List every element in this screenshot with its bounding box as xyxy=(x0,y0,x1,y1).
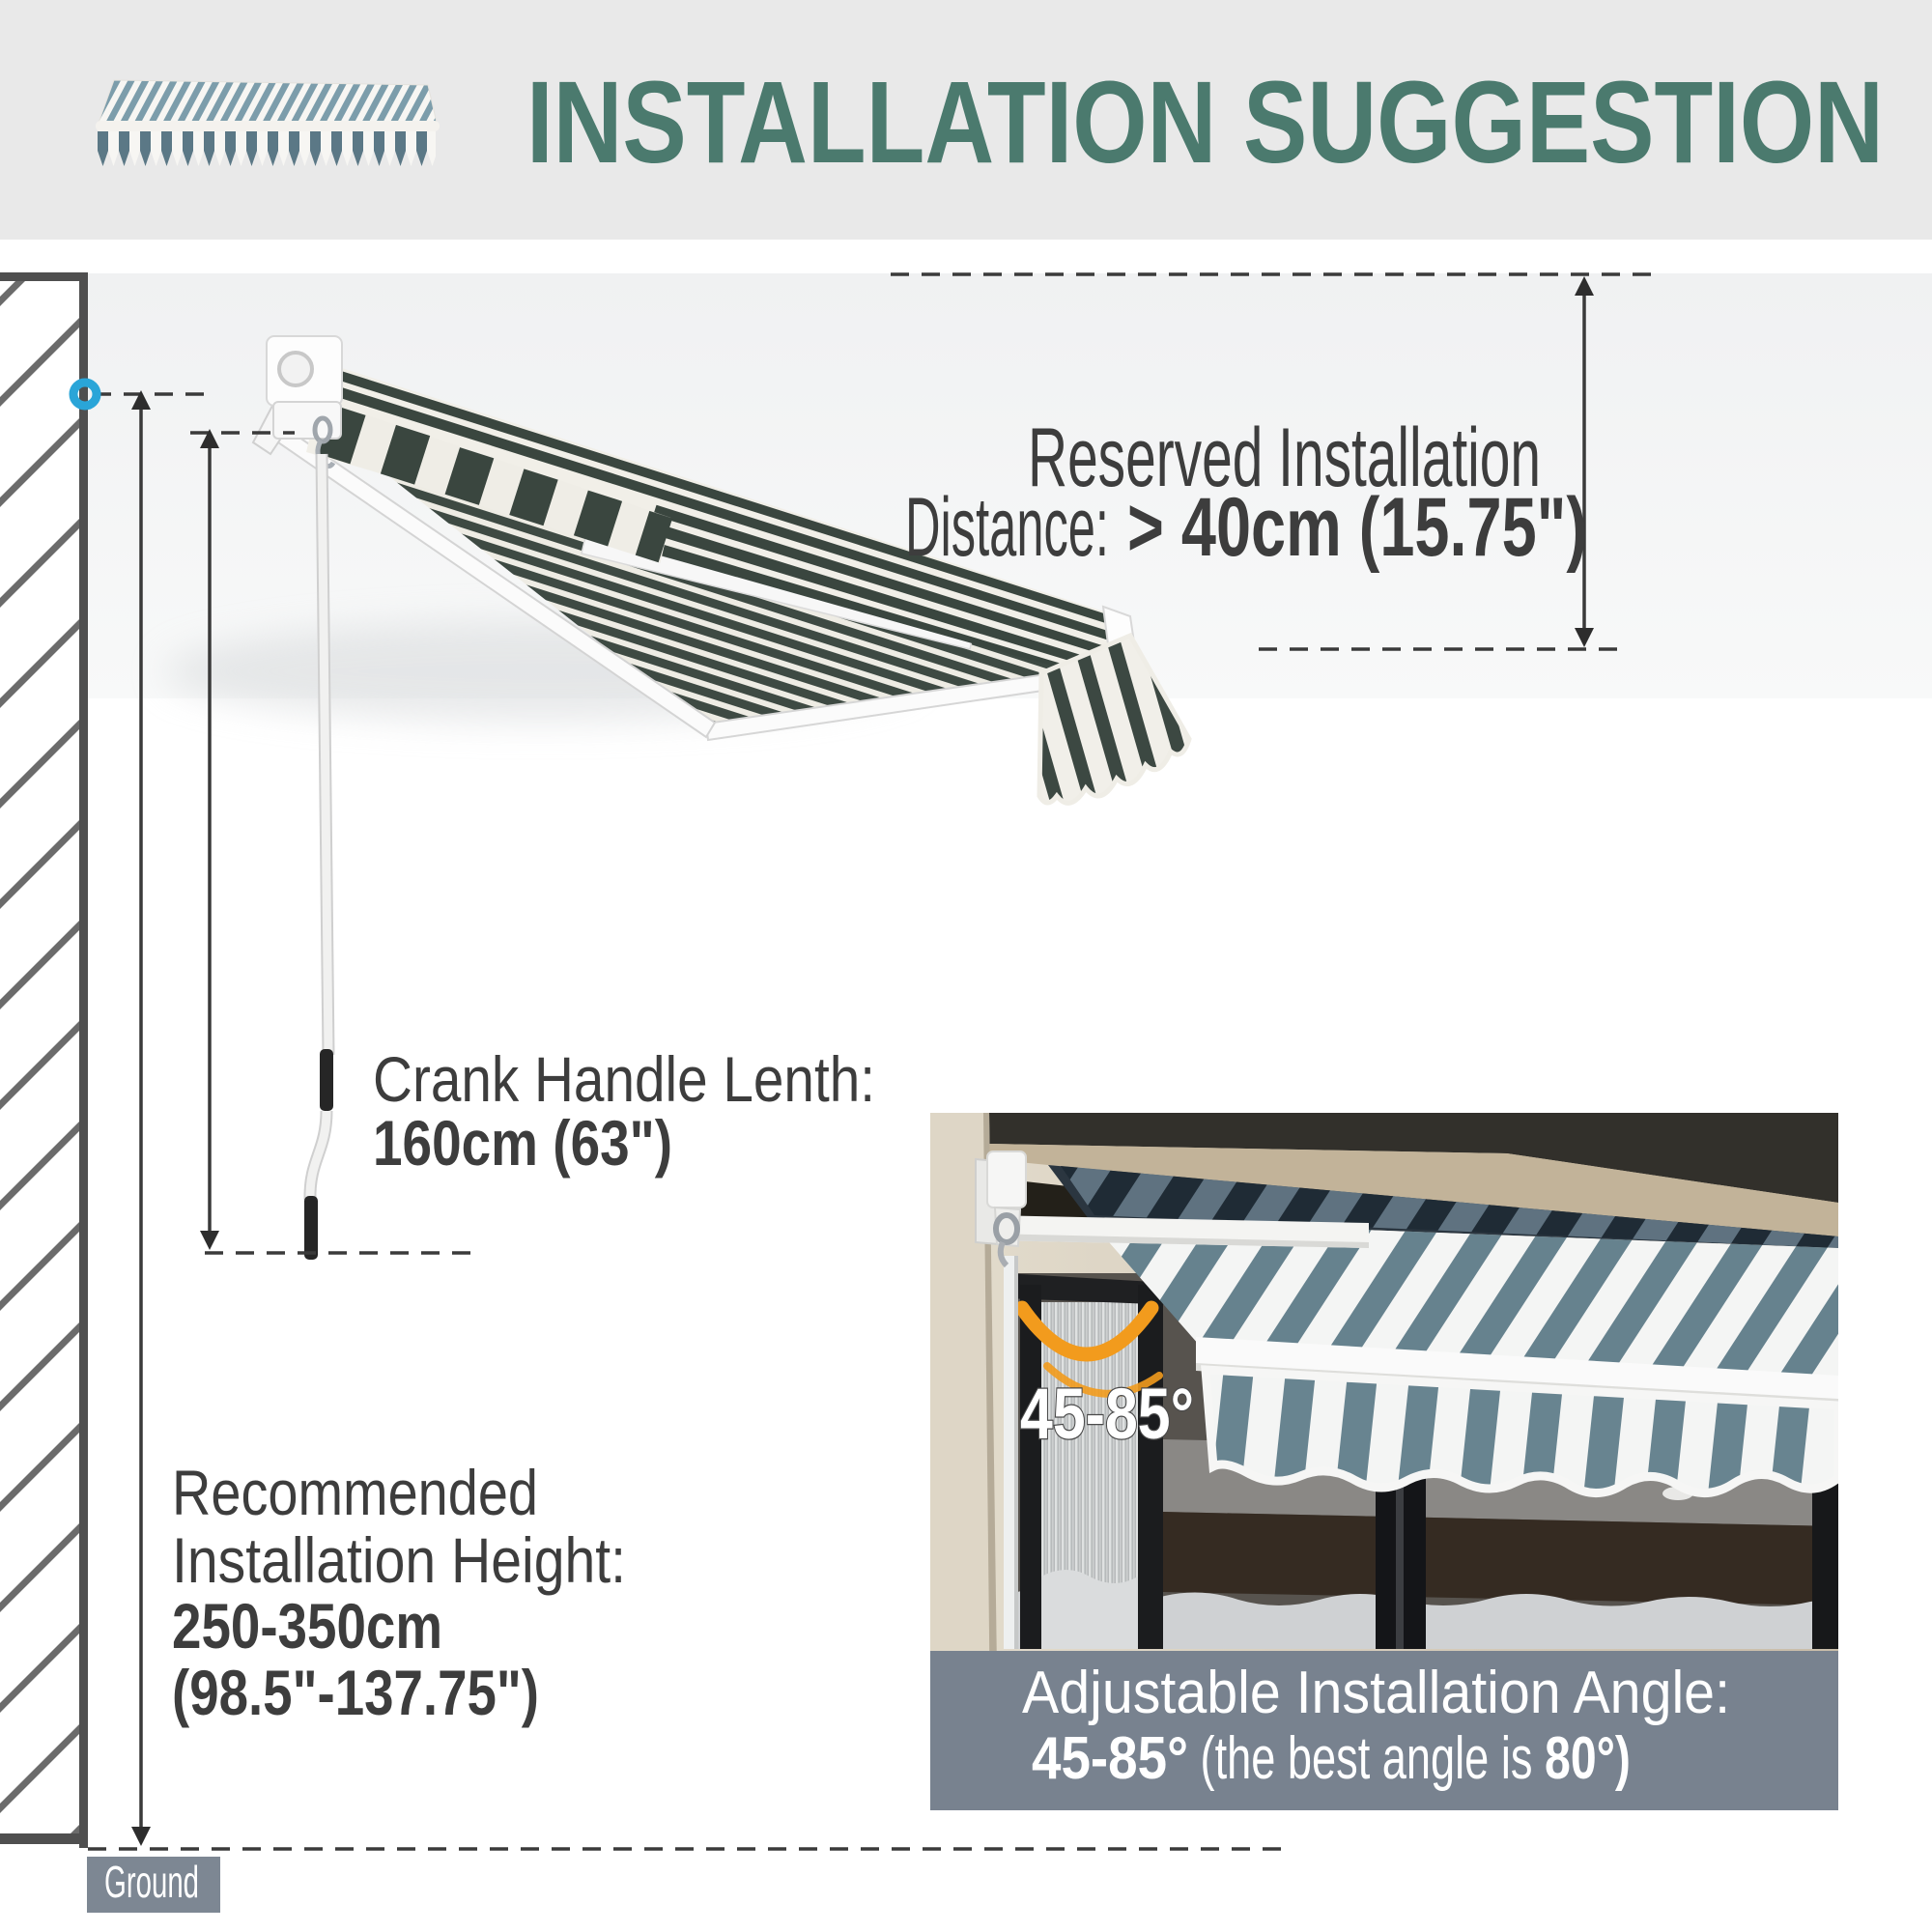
svg-text:Reserved Installation: Reserved Installation xyxy=(1028,412,1541,504)
svg-text:Recommended: Recommended xyxy=(172,1457,538,1528)
svg-text:160cm (63"): 160cm (63") xyxy=(373,1107,672,1179)
svg-text:Distance:: Distance: xyxy=(905,481,1109,574)
svg-text:(the best angle is: (the best angle is xyxy=(1188,1725,1545,1792)
svg-text:45-85°: 45-85° xyxy=(1032,1725,1188,1792)
svg-text:Installation Height:: Installation Height: xyxy=(172,1524,626,1596)
svg-text:> 40cm (15.75"): > 40cm (15.75") xyxy=(1127,481,1587,574)
svg-text:INSTALLATION SUGGESTION: INSTALLATION SUGGESTION xyxy=(526,56,1884,187)
svg-text:Ground: Ground xyxy=(104,1857,199,1907)
svg-text:(98.5"-137.75"): (98.5"-137.75") xyxy=(172,1657,539,1728)
svg-text:Crank Handle Lenth:: Crank Handle Lenth: xyxy=(373,1043,875,1115)
svg-text:45-85°: 45-85° xyxy=(1020,1374,1194,1454)
svg-text:Adjustable Installation Angle:: Adjustable Installation Angle: xyxy=(1022,1660,1730,1726)
svg-text:80°): 80°) xyxy=(1545,1725,1631,1792)
svg-text:250-350cm: 250-350cm xyxy=(172,1590,442,1662)
